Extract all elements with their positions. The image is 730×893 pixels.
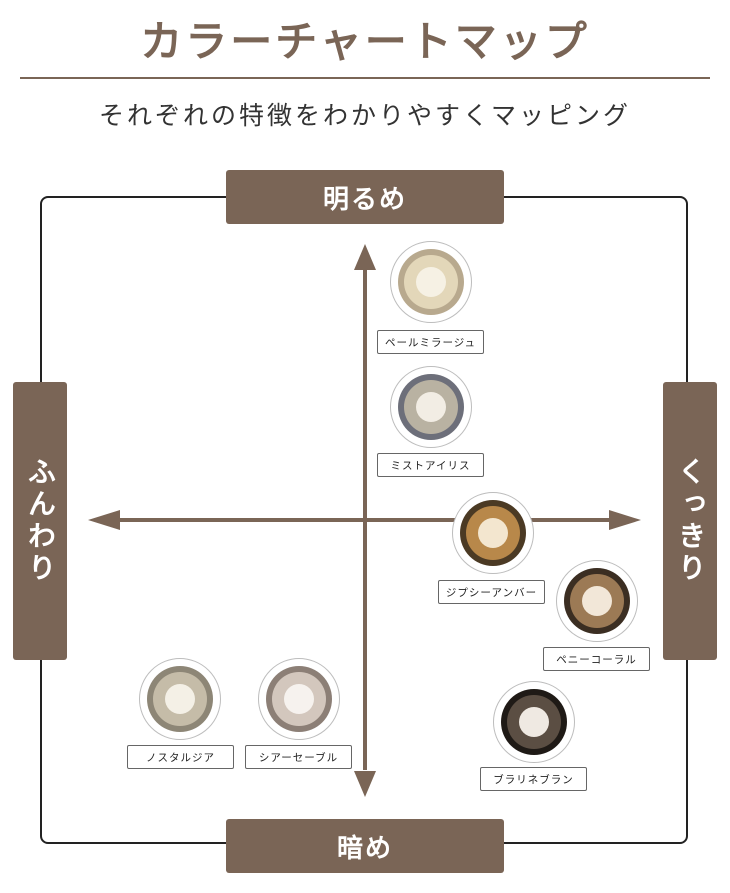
lens-name-tag: ミストアイリス <box>377 453 484 477</box>
lens-icon <box>460 500 526 566</box>
lens-blarine-brown <box>493 681 575 763</box>
lens-name-tag: ペニーコーラル <box>543 647 650 671</box>
lens-penny-coral <box>556 560 638 642</box>
arrow-down <box>354 771 376 797</box>
lens-icon <box>398 374 464 440</box>
lens-mist-iris <box>390 366 472 448</box>
lens-icon <box>501 689 567 755</box>
lens-name-tag: シアーセーブル <box>245 745 352 769</box>
lens-nostalgia <box>139 658 221 740</box>
lens-icon <box>564 568 630 634</box>
arrow-up <box>354 244 376 270</box>
arrow-left <box>88 510 120 530</box>
lens-sheer-sable <box>258 658 340 740</box>
axis-label-soft: ふんわり <box>13 382 67 660</box>
lens-gypsy-amber <box>452 492 534 574</box>
title-divider <box>20 77 710 79</box>
lens-name-tag: ブラリネブラン <box>480 767 587 791</box>
page-title: カラーチャートマップ <box>140 17 590 66</box>
lens-name-tag: ペールミラージュ <box>377 330 484 354</box>
lens-name-tag: ジプシーアンバー <box>438 580 545 604</box>
lens-icon <box>398 249 464 315</box>
lens-name-tag: ノスタルジア <box>127 745 234 769</box>
lens-pale-mirage <box>390 241 472 323</box>
axis-label-defined: くっきり <box>663 382 717 660</box>
lens-icon <box>266 666 332 732</box>
arrow-right <box>609 510 641 530</box>
lens-icon <box>147 666 213 732</box>
page-subtitle: それぞれの特徴をわかりやすくマッピング <box>98 101 631 130</box>
axis-label-dark: 暗め <box>226 819 504 873</box>
axis-label-bright: 明るめ <box>226 170 504 224</box>
